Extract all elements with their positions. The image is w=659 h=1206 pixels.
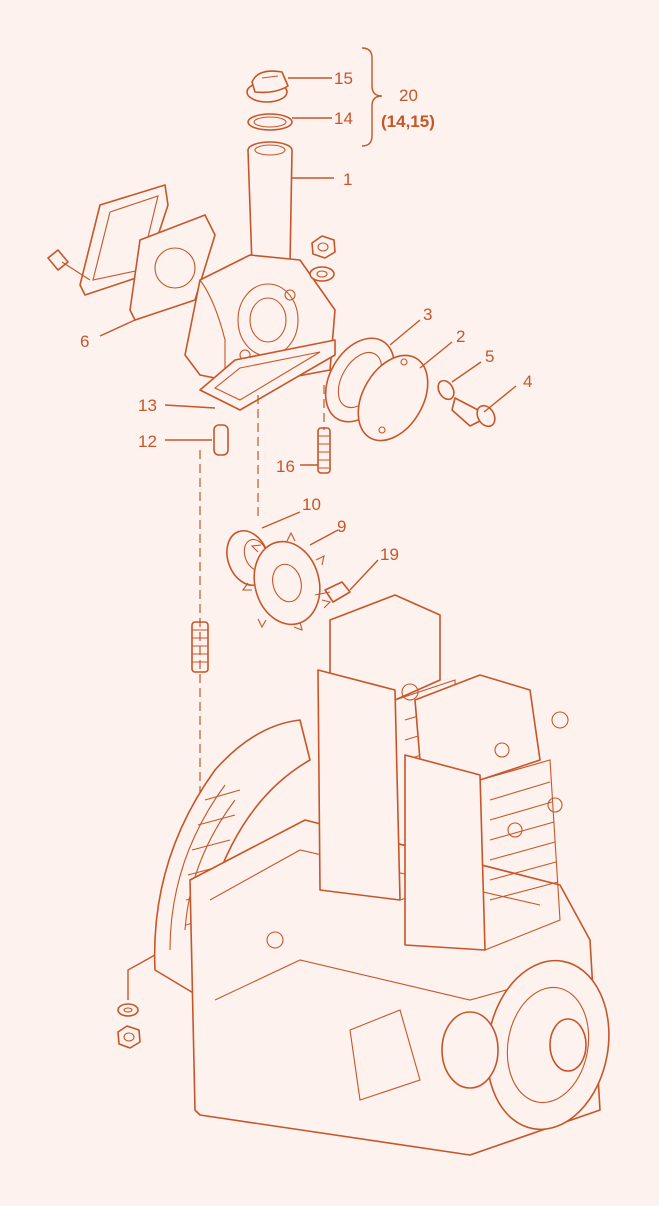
callout-4: 4	[523, 372, 532, 391]
leader-lines	[99, 77, 517, 591]
callout-9: 9	[337, 517, 346, 536]
nut-upper	[311, 235, 336, 259]
filler-tube	[247, 141, 293, 271]
cover-plate	[357, 354, 429, 442]
callout-20-sub: (14,15)	[381, 112, 435, 131]
oil-filler-cap	[246, 70, 289, 103]
callout-15: 15	[334, 69, 353, 88]
callout-6: 6	[80, 332, 89, 351]
cover-bolt	[451, 397, 496, 428]
washer-upper	[309, 266, 335, 282]
callout-10: 10	[302, 495, 321, 514]
dowel-pin	[213, 424, 229, 456]
callout-19: 19	[380, 545, 399, 564]
base-gasket	[199, 339, 336, 411]
callout-1: 1	[343, 170, 352, 189]
bracket-kit	[361, 47, 383, 147]
washer-lower	[117, 1003, 139, 1017]
callout-20: 20	[399, 86, 418, 105]
stud-bolt	[317, 427, 331, 474]
o-ring-seal	[247, 113, 293, 131]
callout-5: 5	[485, 347, 494, 366]
drive-gear	[241, 531, 332, 631]
callout-3: 3	[423, 305, 432, 324]
nut-lower	[117, 1025, 141, 1049]
callout-2: 2	[456, 327, 465, 346]
cover-washer	[437, 379, 455, 401]
callout-13: 13	[138, 396, 157, 415]
callout-16: 16	[276, 457, 295, 476]
engine-block	[153, 594, 610, 1156]
leader-nut-lower	[127, 954, 156, 1000]
callout-14: 14	[334, 109, 353, 128]
callout-12: 12	[138, 432, 157, 451]
mounting-bolt-left	[47, 249, 91, 281]
gear-bolt	[314, 581, 351, 603]
